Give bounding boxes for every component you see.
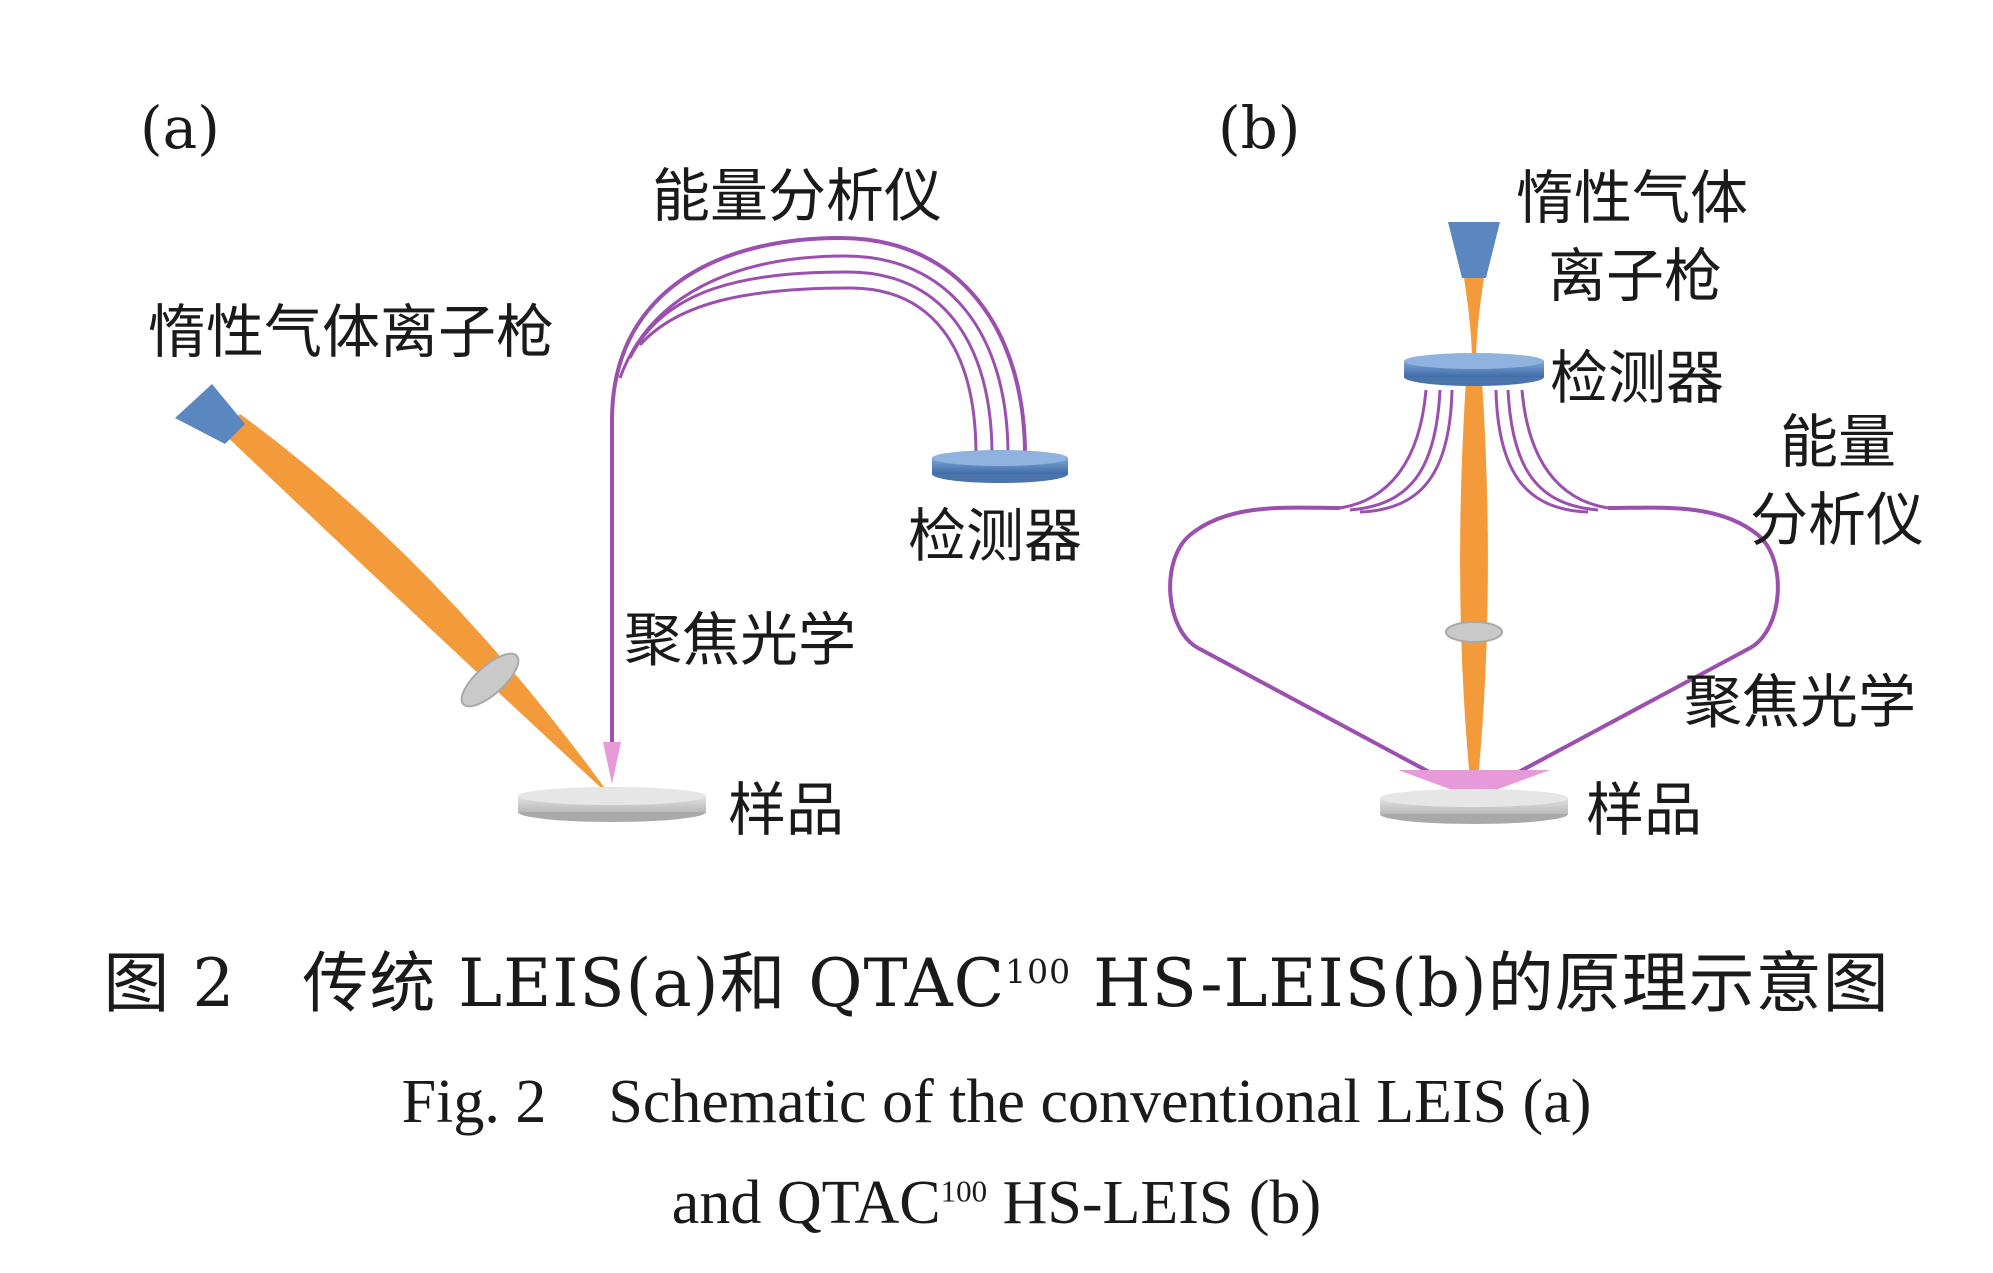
panel-b-sample-icon [1380, 789, 1568, 824]
panel-b: (b) [1168, 94, 1924, 844]
caption-cn-prefix: 图 2 传统 LEIS(a)和 QTAC [103, 945, 1006, 1022]
panel-b-analyzer-trajectories [1339, 389, 1609, 514]
figure-caption-english-line1: Fig. 2 Schematic of the conventional LEI… [401, 1068, 1592, 1136]
panel-b-detector-icon [1404, 353, 1544, 386]
panel-a-label: (a) [140, 94, 220, 162]
panel-b-ion-beam-upper [1464, 278, 1484, 362]
panel-a-optics-label: 聚焦光学 [624, 606, 856, 674]
panel-a-analyzer-trajectory [618, 254, 1010, 456]
panel-a-ion-gun-label: 惰性气体离子枪 [148, 298, 554, 366]
panel-b-sample-label: 样品 [1586, 776, 1702, 844]
panel-b-analyzer-trajectory [1473, 505, 1780, 798]
panel-b-detector-label: 检测器 [1550, 344, 1724, 412]
caption-en-suffix: HS-LEIS (b) [987, 1169, 1322, 1237]
caption-cn-superscript: 100 [1005, 952, 1072, 991]
panel-b-ion-gun-label-line2: 离子枪 [1548, 242, 1722, 310]
caption-en-prefix: and QTAC [671, 1169, 941, 1237]
panel-a-detector-icon [932, 450, 1068, 483]
panel-a-analyzer-label: 能量分析仪 [652, 162, 942, 230]
panel-b-label: (b) [1218, 94, 1300, 162]
panel-b-lens-icon [1445, 621, 1503, 643]
caption-cn-suffix: HS-LEIS(b)的原理示意图 [1071, 945, 1890, 1022]
panel-b-ion-gun-label-line1: 惰性气体 [1516, 164, 1748, 232]
panel-a-sample-icon [518, 787, 706, 822]
panel-a-analyzer-trajectory [610, 235, 1027, 742]
panel-b-optics-label: 聚焦光学 [1684, 668, 1916, 736]
panel-b-analyzer-label-line2: 分析仪 [1750, 486, 1924, 554]
panel-b-ion-gun-icon [1448, 222, 1500, 278]
panel-a-ion-gun-icon [175, 384, 245, 444]
panel-a-analyzer-trajectory [638, 286, 978, 456]
figure-caption-english-line2: and QTAC100 HS-LEIS (b) [0, 1168, 1993, 1239]
caption-en-superscript: 100 [940, 1173, 988, 1209]
panel-a-ion-beam [222, 414, 612, 798]
panel-b-analyzer-label-line1: 能量 [1780, 408, 1896, 476]
panel-b-analyzer-trajectory [1168, 505, 1475, 798]
panel-b-ion-beam [1460, 380, 1488, 790]
figure-caption-chinese: 图 2 传统 LEIS(a)和 QTAC100 HS-LEIS(b)的原理示意图 [0, 930, 1993, 1026]
panel-a-impact-cone [603, 742, 621, 784]
panel-b-impact-cone [1398, 770, 1550, 798]
panel-a-lens-icon [460, 652, 520, 708]
panel-a-sample-label: 样品 [728, 776, 844, 844]
panel-a-detector-label: 检测器 [908, 502, 1082, 570]
panel-a: (a) 惰性气体离子枪 能量分析仪 检测器 聚焦光学 样品 [140, 94, 1082, 844]
panel-a-analyzer-trajectory [628, 270, 994, 456]
